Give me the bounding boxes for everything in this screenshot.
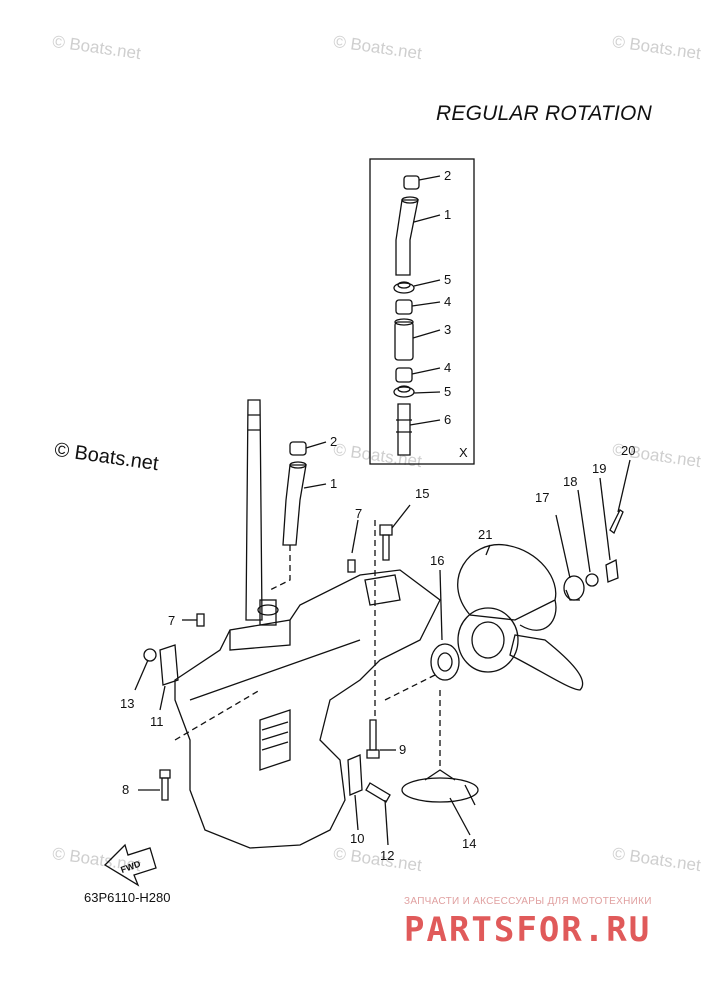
part-1-water-tube bbox=[282, 464, 307, 546]
callout-16: 16 bbox=[430, 553, 444, 568]
part-12-bolt bbox=[365, 782, 391, 803]
diagram-title: REGULAR ROTATION bbox=[436, 102, 652, 125]
callout-17: 17 bbox=[535, 490, 549, 505]
fwd-label: FWD bbox=[119, 858, 142, 875]
part-11-anode-block bbox=[159, 644, 179, 686]
callout-20: 20 bbox=[621, 443, 635, 458]
callout-1: 1 bbox=[330, 476, 337, 491]
callout-5-inset-lower: 5 bbox=[444, 384, 451, 399]
callout-10: 10 bbox=[350, 831, 364, 846]
part-5-seal-inset-bottom bbox=[393, 386, 415, 398]
callout-7-lower: 7 bbox=[168, 613, 175, 628]
part-15-bolt bbox=[379, 524, 393, 536]
part-21-propeller-hub bbox=[457, 607, 519, 673]
inset-label: X bbox=[459, 445, 468, 460]
part-4-bushing-inset-top bbox=[395, 299, 413, 315]
callout-4-inset: 4 bbox=[444, 294, 451, 309]
callout-4-inset-lower: 4 bbox=[444, 360, 451, 375]
part-17-spacer bbox=[563, 575, 585, 601]
fwd-arrow-icon bbox=[103, 843, 157, 887]
callout-3-inset: 3 bbox=[444, 322, 451, 337]
part-13-nut bbox=[143, 648, 157, 662]
shop-tagline: ЗАПЧАСТИ И АКСЕССУАРЫ ДЛЯ МОТОТЕХНИКИ bbox=[404, 896, 652, 907]
part-2-cap bbox=[289, 441, 307, 456]
lower-casing bbox=[174, 569, 441, 849]
part-19-nut bbox=[605, 559, 619, 583]
callout-14: 14 bbox=[462, 836, 476, 851]
callout-19: 19 bbox=[592, 461, 606, 476]
callout-7-upper: 7 bbox=[355, 506, 362, 521]
part-10-trim-tab bbox=[347, 754, 363, 796]
callout-13: 13 bbox=[120, 696, 134, 711]
callout-11: 11 bbox=[150, 714, 164, 729]
part-6-pipe-inset bbox=[397, 403, 411, 456]
part-9-bolt bbox=[369, 719, 377, 751]
drive-shaft bbox=[245, 399, 263, 621]
part-7-pin-lower bbox=[196, 613, 205, 627]
callout-2-inset: 2 bbox=[444, 168, 451, 183]
part-14-anode bbox=[401, 777, 479, 803]
part-7-pin-upper bbox=[347, 559, 356, 573]
part-20-cotter-pin bbox=[609, 509, 624, 535]
part-5-seal-inset-top bbox=[393, 282, 415, 294]
callout-12: 12 bbox=[380, 848, 394, 863]
callout-1-inset: 1 bbox=[444, 207, 451, 222]
propeller-blade-upper bbox=[457, 544, 557, 621]
drawing-code: 63P6110-H280 bbox=[84, 890, 171, 905]
part-18-washer bbox=[585, 573, 599, 587]
callout-8: 8 bbox=[122, 782, 129, 797]
part-4-bushing-inset-bottom bbox=[395, 367, 413, 383]
callout-9: 9 bbox=[399, 742, 406, 757]
propeller-blade-lower bbox=[509, 634, 584, 691]
inset-frame bbox=[369, 158, 475, 465]
shop-brand: PARTSFOR.RU bbox=[404, 910, 652, 950]
callout-15: 15 bbox=[415, 486, 429, 501]
callout-6-inset: 6 bbox=[444, 412, 451, 427]
callout-18: 18 bbox=[563, 474, 577, 489]
callout-21: 21 bbox=[478, 527, 492, 542]
part-1-tube-inset bbox=[395, 199, 419, 276]
part-2-cap-inset bbox=[403, 175, 420, 190]
callout-5-inset: 5 bbox=[444, 272, 451, 287]
part-16-thrust-washer bbox=[430, 643, 460, 681]
water-inlet-grill bbox=[259, 709, 291, 771]
part-3-sleeve-inset bbox=[394, 321, 414, 361]
part-8-bolt bbox=[159, 769, 171, 779]
callout-2: 2 bbox=[330, 434, 337, 449]
